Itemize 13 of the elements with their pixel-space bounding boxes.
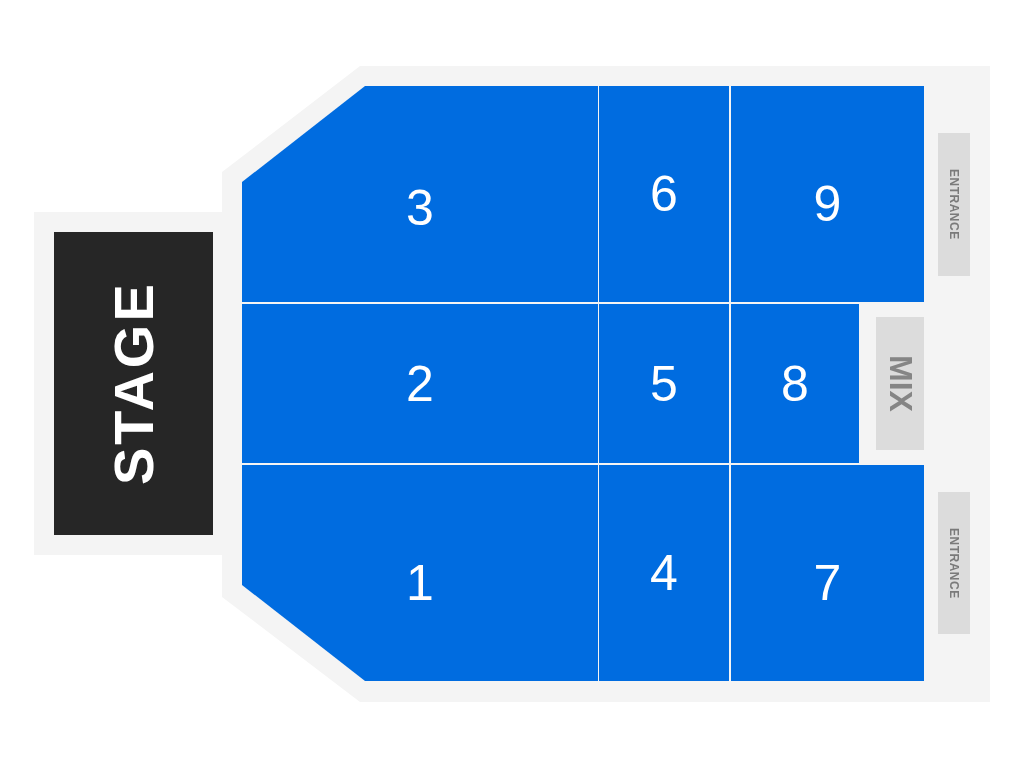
seating-section: 4 <box>599 465 729 681</box>
stage-block: STAGE <box>54 232 213 535</box>
mix-booth: MIX <box>876 317 924 450</box>
seating-section: 5 <box>599 304 729 463</box>
seating-section: 6 <box>599 86 729 302</box>
entrance-marker: ENTRANCE <box>938 133 970 276</box>
seating-section: 1 <box>242 465 598 681</box>
entrance-marker: ENTRANCE <box>938 492 970 634</box>
seating-section: 8 <box>731 304 859 463</box>
seating-section: 2 <box>242 304 598 463</box>
seating-section: 3 <box>242 86 598 302</box>
seating-section: 9 <box>731 86 924 302</box>
seating-section: 7 <box>731 465 924 681</box>
